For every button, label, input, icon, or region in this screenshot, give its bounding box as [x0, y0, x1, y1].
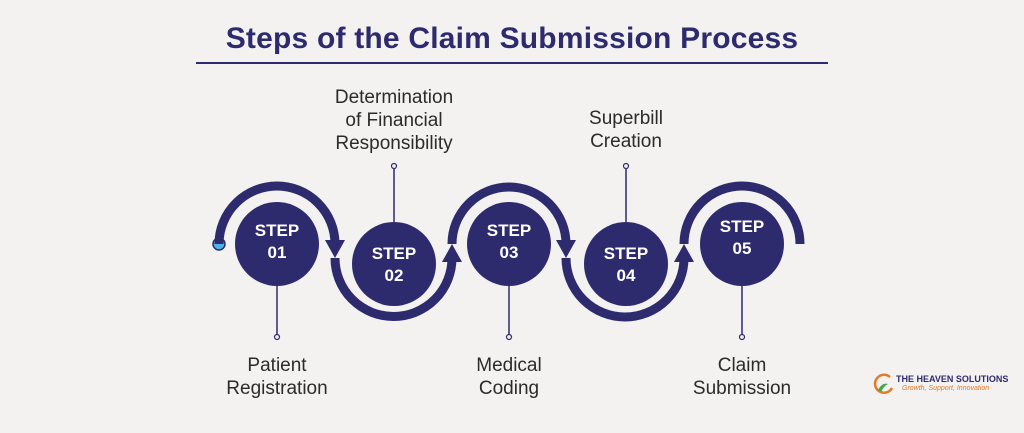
step-04-label-line-2: Creation [590, 131, 662, 152]
step-03-label: Medical Coding [409, 354, 609, 400]
arc-step-05 [679, 181, 805, 245]
arc-step-02 [330, 257, 457, 321]
step-01-label-line-1: Patient [247, 355, 307, 376]
connector-dot-05 [738, 333, 746, 341]
step-02-label-line-1: Determination [334, 87, 454, 108]
step-02-number: 02 [385, 266, 404, 285]
arrowhead-1 [325, 240, 345, 258]
step-03-label-line-1: Medical [476, 355, 542, 376]
step-04-word: STEP [604, 244, 648, 263]
step-02-circle: STEP 02 [352, 222, 436, 306]
step-05-label-line-2: Submission [692, 378, 792, 399]
company-logo: THE HEAVEN SOLUTIONS Growth, Support, In… [872, 372, 1008, 396]
connector-dot-02 [390, 162, 398, 170]
arc-step-04 [561, 257, 689, 322]
diagram-title: Steps of the Claim Submission Process [225, 22, 799, 55]
step-03-word: STEP [487, 221, 531, 240]
step-01-word: STEP [255, 221, 299, 240]
step-05-word: STEP [720, 217, 764, 236]
step-04-circle: STEP 04 [584, 222, 668, 306]
connector-dot-03 [505, 333, 513, 341]
step-05-label: Claim Submission [642, 354, 842, 400]
step-03-number: 03 [500, 243, 519, 262]
step-01-label-line-2: Registration [226, 378, 328, 399]
arrowhead-4 [674, 244, 694, 262]
step-04-label-line-1: Superbill [589, 108, 663, 129]
step-05-label-line-1: Claim [717, 355, 767, 376]
step-01-number: 01 [268, 243, 287, 262]
step-02-label: Determination of Financial Responsibilit… [294, 86, 494, 155]
step-05-number: 05 [733, 239, 752, 258]
step-02-label-line-3: Responsibility [335, 133, 453, 154]
step-04-label: Superbill Creation [526, 107, 726, 153]
arc-step-03 [447, 182, 571, 245]
logo-mark-icon [873, 373, 894, 395]
step-02-label-line-2: of Financial [345, 110, 443, 131]
step-02-word: STEP [372, 244, 416, 263]
step-05-circle: STEP 05 [700, 202, 784, 286]
arc-step-01 [214, 181, 340, 245]
arrowhead-3 [556, 240, 576, 258]
step-01-circle: STEP 01 [235, 202, 319, 286]
connector-dot-01 [273, 333, 281, 341]
logo-name: THE HEAVEN SOLUTIONS [896, 374, 1009, 384]
title-underline [196, 62, 828, 64]
logo-tagline: Growth, Support, Innovation [902, 385, 990, 392]
step-01-label: Patient Registration [177, 354, 377, 400]
step-03-circle: STEP 03 [467, 202, 551, 286]
step-03-label-line-2: Coding [478, 378, 540, 399]
arrowhead-2 [442, 244, 462, 262]
connector-dot-04 [622, 162, 630, 170]
step-04-number: 04 [617, 266, 636, 285]
